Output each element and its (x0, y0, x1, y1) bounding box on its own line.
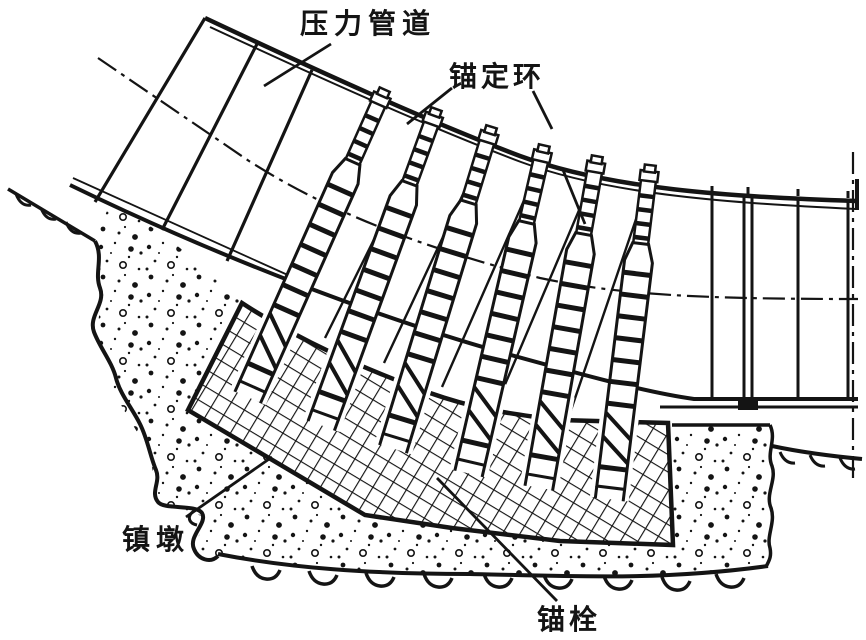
leader-anchor-ring-right (531, 90, 587, 225)
leader-thrust-block (185, 455, 273, 519)
leader-anchor-ring-left (406, 86, 453, 126)
excavation-left-edge (90, 240, 220, 562)
slope-ground-line (7, 187, 96, 243)
label-thrust-block: 镇墩 (122, 524, 190, 556)
leader-pipeline (263, 42, 332, 88)
leader-lines (185, 42, 587, 602)
pipe-bottom-stub (72, 177, 291, 277)
slope-scallops (14, 193, 82, 235)
ground-lines (7, 187, 863, 592)
pipe-joint-lines (93, 17, 314, 262)
right-ground-line (771, 444, 863, 461)
label-anchor-bolt: 锚栓 (537, 604, 601, 636)
pipe-top-edge-inner (209, 26, 857, 210)
pipe-top-edge (204, 15, 857, 204)
bottom-ground-line (217, 552, 769, 579)
leader-anchor-bolt (435, 477, 559, 602)
label-anchor-ring: 锚定环 (449, 60, 545, 93)
label-pipeline: 压力管道 (300, 7, 436, 40)
footing-right-edge (764, 424, 775, 568)
pipe-bottom-edge (69, 183, 858, 401)
bottom-ground-scallops (250, 565, 746, 592)
labels: 压力管道 锚定环 镇墩 锚栓 (122, 7, 601, 636)
right-ground-scallops (778, 451, 856, 471)
